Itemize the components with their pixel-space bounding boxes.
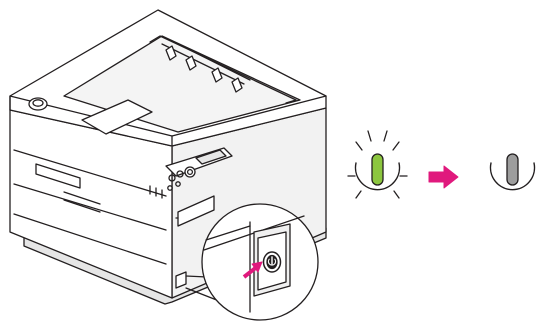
arrow-right-icon: [429, 166, 458, 188]
indicator-led-on: [372, 154, 383, 185]
power-indicator-off-icon: [491, 154, 535, 190]
power-indicator-lit-icon: [348, 131, 407, 198]
indicator-led-off: [507, 154, 518, 185]
